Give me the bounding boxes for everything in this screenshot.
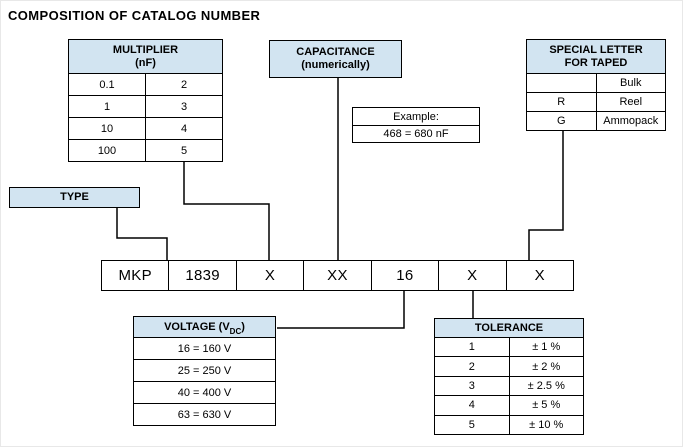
multiplier-code: 3 <box>145 96 222 117</box>
multiplier-value: 0.1 <box>99 78 115 91</box>
voltage-mapping: 25 = 250 V <box>177 364 232 377</box>
multiplier-table: MULTIPLIER (nF) 0.1 2 1 3 10 4 100 5 <box>68 39 223 162</box>
multiplier-code: 4 <box>145 118 222 139</box>
tolerance-value: ± 10 % <box>508 415 584 435</box>
table-row: G Ammopack <box>527 111 665 130</box>
catalog-number-row: MKP 1839 X XX 16 X X <box>101 260 574 291</box>
catalog-segment-capacitance: XX <box>303 261 370 290</box>
special-letter-meaning: Ammopack <box>595 112 666 130</box>
tolerance-code: 2 <box>468 360 475 373</box>
voltage-mapping: 16 = 160 V <box>177 342 232 355</box>
capacitance-label-box: CAPACITANCE (numerically) <box>269 40 402 78</box>
special-letter-code <box>527 74 596 92</box>
tolerance-code: 4 <box>468 399 475 412</box>
tolerance-code: 1 <box>468 341 475 354</box>
connector-type-to-row <box>116 207 168 261</box>
catalog-segment-multiplier: X <box>235 261 303 290</box>
table-row: 16 = 160 V <box>134 338 275 359</box>
catalog-segment-voltage: 16 <box>370 261 438 290</box>
voltage-header-subscript: DC <box>229 327 242 336</box>
tolerance-table: TOLERANCE 1 ± 1 % 2 ± 2 % 3 ± 2.5 % 4 ± … <box>434 318 584 435</box>
table-row: 100 5 <box>69 139 222 161</box>
example-value: 468 = 680 nF <box>353 125 479 142</box>
catalog-segment-special-letter: X <box>505 261 573 290</box>
tolerance-table-header: TOLERANCE <box>435 319 583 338</box>
type-label-box: TYPE <box>9 187 140 208</box>
table-row: 1 ± 1 % <box>435 338 584 357</box>
table-row: 63 = 630 V <box>134 403 275 425</box>
table-row: R Reel <box>527 92 665 111</box>
special-letter-code: G <box>556 115 566 127</box>
catalog-segment-type: MKP <box>118 267 152 284</box>
voltage-table-body: 16 = 160 V 25 = 250 V 40 = 400 V 63 = 63… <box>134 338 275 425</box>
voltage-header-main: VOLTAGE (V <box>164 320 230 333</box>
connector-row-to-voltage <box>277 290 405 329</box>
table-row: 10 4 <box>69 117 222 139</box>
special-letter-header-line2: FOR TAPED <box>564 56 628 69</box>
multiplier-table-header: MULTIPLIER (nF) <box>69 40 222 74</box>
page-title: COMPOSITION OF CATALOG NUMBER <box>8 8 261 23</box>
tolerance-value: ± 1 % <box>508 338 584 357</box>
voltage-mapping: 40 = 400 V <box>177 386 232 399</box>
table-row: 0.1 2 <box>69 74 222 95</box>
connector-multiplier-to-row <box>183 161 270 261</box>
multiplier-value: 10 <box>100 122 114 135</box>
tolerance-code: 5 <box>468 418 475 431</box>
catalog-segment-series: 1839 <box>168 261 235 290</box>
catalog-segment-tolerance: X <box>438 261 505 290</box>
voltage-mapping: 63 = 630 V <box>177 408 232 421</box>
table-row: 25 = 250 V <box>134 359 275 381</box>
type-label: TYPE <box>60 191 89 203</box>
table-row: 4 ± 5 % <box>435 395 584 415</box>
tolerance-value: ± 5 % <box>508 396 584 415</box>
capacitance-line1: CAPACITANCE <box>296 46 375 58</box>
example-label: Example: <box>393 110 439 123</box>
table-row: 3 ± 2.5 % <box>435 375 584 396</box>
multiplier-header-line2: (nF) <box>135 56 156 69</box>
table-row: 1 3 <box>69 95 222 117</box>
multiplier-code: 2 <box>145 74 222 95</box>
example-box: Example: 468 = 680 nF <box>352 107 480 143</box>
table-row: 2 ± 2 % <box>435 356 584 376</box>
tolerance-table-body: 1 ± 1 % 2 ± 2 % 3 ± 2.5 % 4 ± 5 % 5 ± 10… <box>435 338 584 435</box>
table-row: Bulk <box>527 74 665 92</box>
multiplier-table-body: 0.1 2 1 3 10 4 100 5 <box>69 74 222 161</box>
tolerance-header-label: TOLERANCE <box>474 321 544 334</box>
tolerance-value: ± 2 % <box>508 357 584 376</box>
multiplier-header-line1: MULTIPLIER <box>112 43 179 56</box>
special-letter-table-body: Bulk R Reel G Ammopack <box>527 74 665 130</box>
voltage-header-close: ) <box>241 320 245 333</box>
table-row: 40 = 400 V <box>134 381 275 403</box>
special-letter-header-line1: SPECIAL LETTER <box>549 43 643 56</box>
tolerance-value: ± 2.5 % <box>508 376 584 396</box>
multiplier-value: 1 <box>103 100 111 113</box>
multiplier-code: 5 <box>145 140 222 161</box>
special-letter-code: R <box>557 96 566 108</box>
special-letter-table-header: SPECIAL LETTER FOR TAPED <box>527 40 665 74</box>
connector-special-letter-to-row <box>528 130 564 261</box>
table-row: 5 ± 10 % <box>435 414 584 435</box>
multiplier-value: 100 <box>97 144 117 157</box>
capacitance-line2: (numerically) <box>301 59 370 71</box>
special-letter-meaning: Reel <box>595 93 666 111</box>
tolerance-code: 3 <box>468 380 475 393</box>
special-letter-table: SPECIAL LETTER FOR TAPED Bulk R Reel G A… <box>526 39 666 131</box>
special-letter-meaning: Bulk <box>595 74 666 92</box>
